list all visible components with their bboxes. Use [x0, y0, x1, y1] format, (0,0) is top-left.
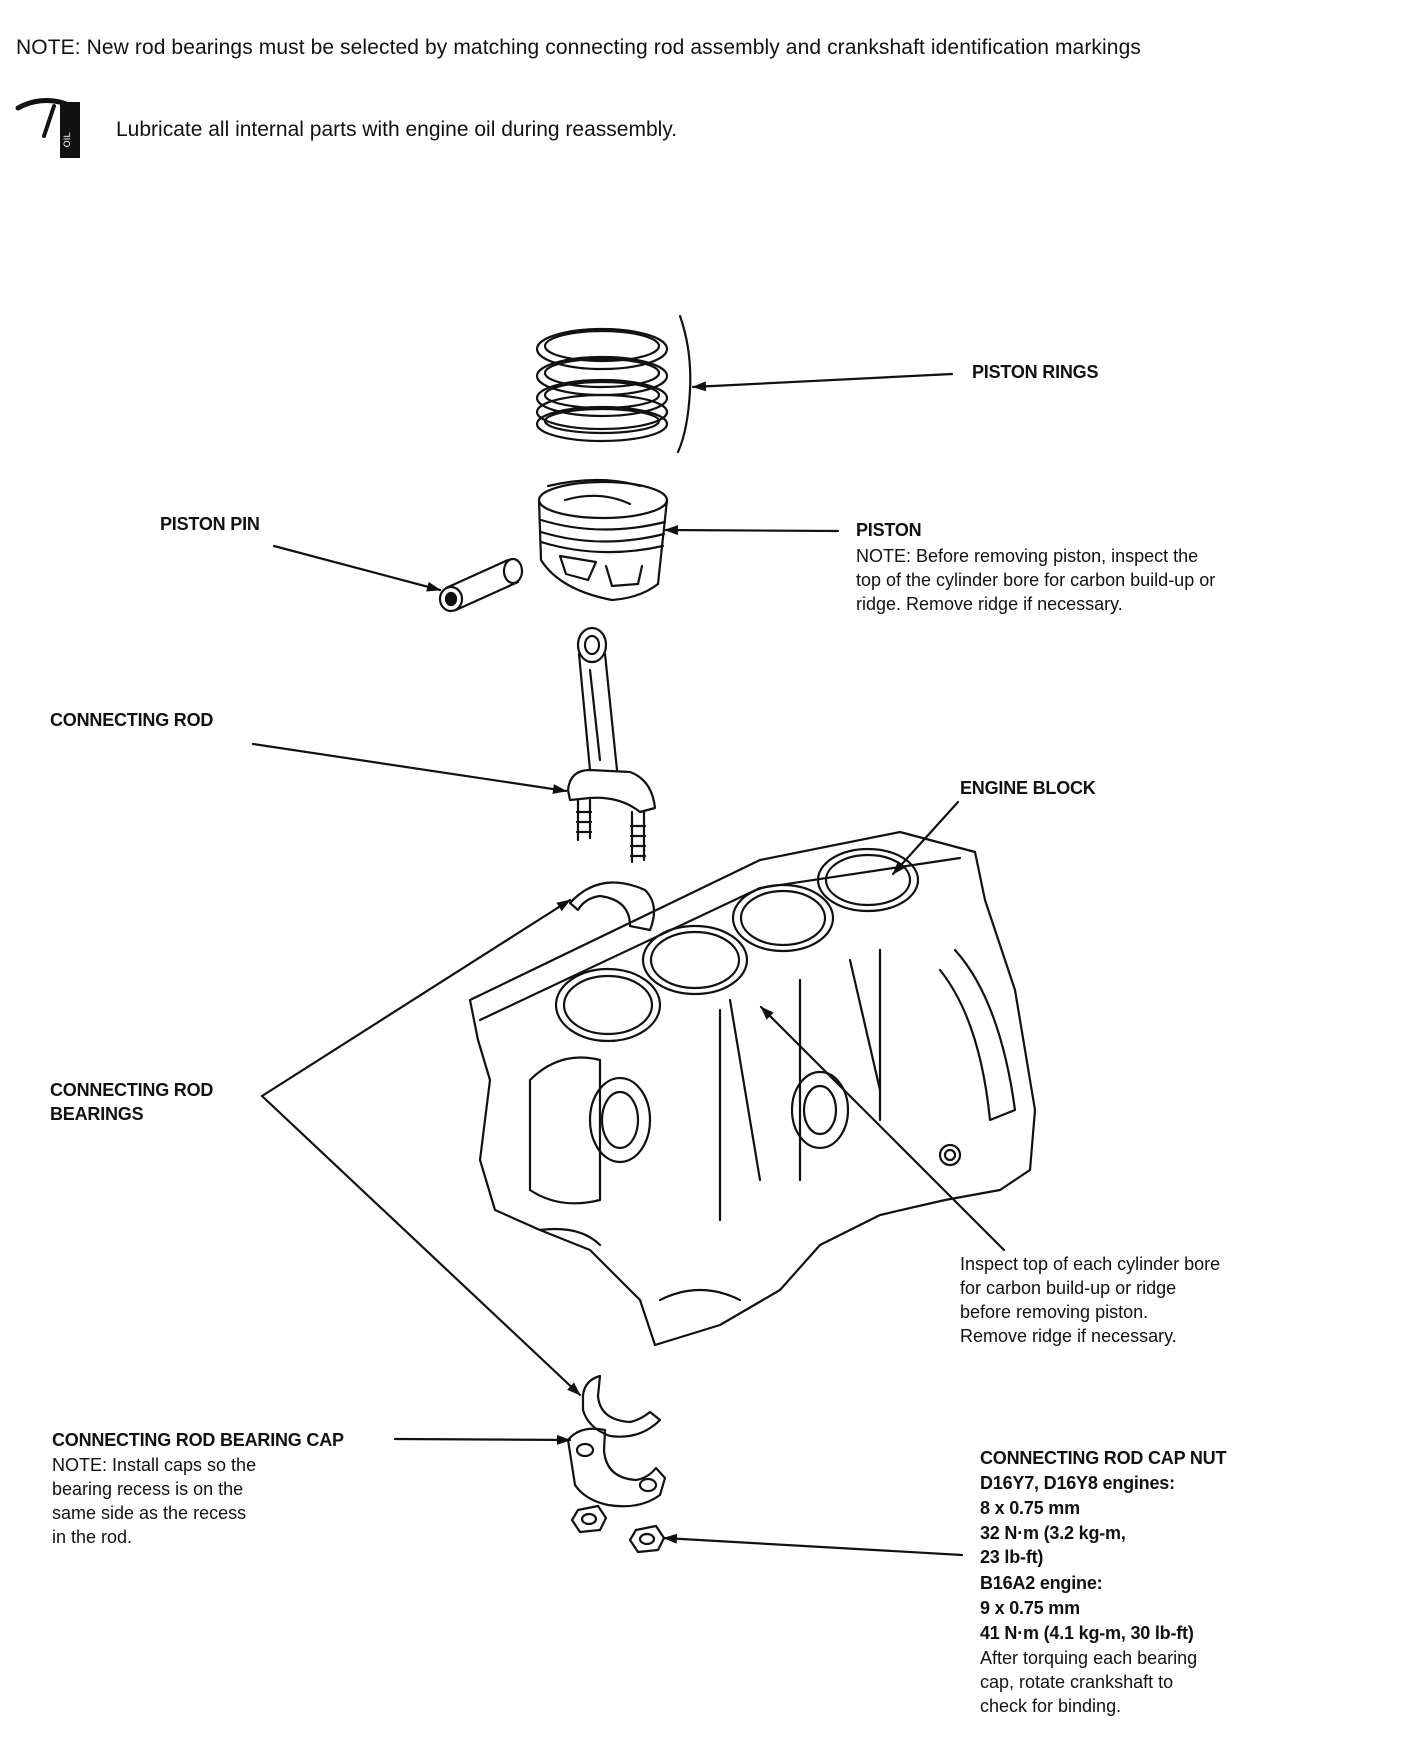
cap-nut-b16-engine: B16A2 engine: [980, 1573, 1103, 1593]
piston-rings-label: PISTON RINGS [972, 362, 1099, 382]
engine-block-drawing [468, 830, 1037, 1347]
bearing-cap-note: NOTE: Install caps so the bearing recess… [52, 1455, 257, 1547]
leader-lines [251, 372, 1006, 1557]
piston-label: PISTON [856, 520, 922, 540]
cap-nut-b16-size: 9 x 0.75 mm [980, 1598, 1080, 1618]
rod-bearings-label: CONNECTING ROD BEARINGS [50, 1080, 214, 1124]
inspect-cylinder-note: Inspect top of each cylinder bore for ca… [960, 1254, 1221, 1346]
cap-nut-d16-torque: 32 N·m (3.2 kg-m, 23 lb-ft) [980, 1523, 1126, 1567]
oil-can-icon: OIL [15, 98, 80, 158]
upper-bearing-drawing [568, 881, 656, 932]
connecting-rod-label: CONNECTING ROD [50, 710, 214, 730]
bearing-cap-drawing [566, 1427, 667, 1508]
connecting-rod-drawing [566, 626, 657, 864]
lubrication-instruction: OIL Lubricate all internal parts with en… [14, 96, 914, 160]
piston-rings-drawing [535, 314, 692, 454]
bearing-selection-note: NOTE: New rod bearings must be selected … [16, 36, 1141, 59]
cap-nuts-drawing [570, 1504, 666, 1554]
bearing-cap-label: CONNECTING ROD BEARING CAP [52, 1430, 344, 1450]
cap-nut-label: CONNECTING ROD CAP NUT [980, 1448, 1227, 1468]
piston-pin-label: PISTON PIN [160, 514, 260, 534]
lower-bearing-drawing [581, 1374, 662, 1438]
cap-nut-b16-torque: 41 N·m (4.1 kg-m, 30 lb-ft) [980, 1623, 1194, 1643]
lubricate-text: Lubricate all internal parts with engine… [116, 118, 678, 141]
cap-nut-d16-engines: D16Y7, D16Y8 engines: [980, 1473, 1175, 1493]
piston-note: NOTE: Before removing piston, inspect th… [856, 546, 1216, 614]
piston-pin-drawing [438, 557, 524, 613]
cap-nut-note: After torquing each bearing cap, rotate … [980, 1648, 1198, 1716]
oil-icon-text: OIL [63, 133, 73, 148]
cap-nut-d16-size: 8 x 0.75 mm [980, 1498, 1080, 1518]
engine-block-label: ENGINE BLOCK [960, 778, 1096, 798]
piston-drawing [537, 478, 669, 602]
